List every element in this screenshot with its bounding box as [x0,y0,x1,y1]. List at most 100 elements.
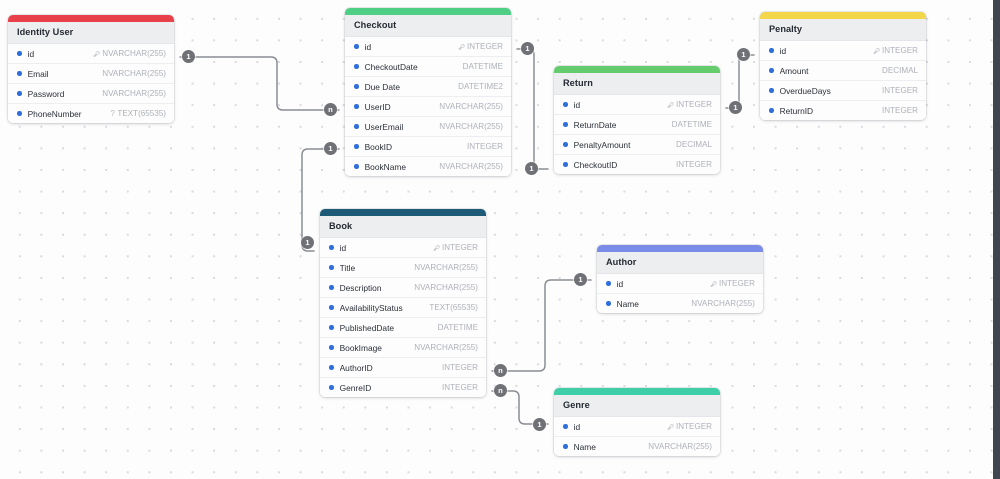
column-bullet-icon [17,111,22,116]
relationship-edge[interactable] [179,56,340,111]
relationship-edge[interactable] [491,279,592,372]
column-bullet-icon [354,164,359,169]
cardinality-badge[interactable]: 1 [301,236,314,249]
column-bullet-icon [354,44,359,49]
column-type: NVARCHAR(255) [414,263,478,272]
cardinality-badge[interactable]: 1 [182,50,195,63]
column-bullet-icon [329,345,334,350]
column-name: Name [616,298,639,309]
table-column-row[interactable]: Name NVARCHAR(255) [597,293,763,313]
column-bullet-icon [329,325,334,330]
cardinality-badge[interactable]: 1 [324,142,337,155]
column-bullet-icon [354,124,359,129]
cardinality-badge[interactable]: n [494,384,507,397]
column-name: GenreID [339,382,372,393]
table-title: Author [597,252,763,273]
column-bullet-icon [563,162,568,167]
column-type: NVARCHAR(255) [648,442,712,451]
cardinality-badge[interactable]: n [324,103,337,116]
table-column-row[interactable]: PhoneNumber?TEXT(65535) [8,103,174,123]
column-name: PenaltyAmount [573,139,631,150]
column-name: ReturnID [779,105,814,116]
cardinality-badge[interactable]: 1 [729,101,742,114]
column-type: DATETIME [438,323,478,332]
column-bullet-icon [329,365,334,370]
column-bullet-icon [354,84,359,89]
column-type: INTEGER [667,100,712,109]
column-type-label: NVARCHAR(255) [414,263,478,272]
column-bullet-icon [563,424,568,429]
column-type-label: NVARCHAR(255) [439,162,503,171]
column-bullet-icon [769,48,774,53]
column-bullet-icon [769,108,774,113]
column-type-label: NVARCHAR(255) [439,102,503,111]
column-type: NVARCHAR(255) [102,89,166,98]
relationship-edge[interactable] [516,48,549,170]
column-name: id [779,45,787,56]
table-accent-bar [320,209,486,216]
column-type: DATETIME2 [458,82,503,91]
table-accent-bar [760,12,926,19]
table-column-row[interactable]: Password NVARCHAR(255) [8,83,174,103]
column-name: Password [27,88,65,99]
column-type-label: INTEGER [676,100,712,109]
column-type: NVARCHAR(255) [439,162,503,171]
column-type-label: NVARCHAR(255) [439,122,503,131]
cardinality-badge[interactable]: 1 [533,418,546,431]
column-bullet-icon [17,91,22,96]
cardinality-badge[interactable]: n [494,364,507,377]
column-type-label: NVARCHAR(255) [414,343,478,352]
cardinality-badge[interactable]: 1 [525,162,538,175]
cardinality-badge[interactable]: 1 [574,273,587,286]
column-type: NVARCHAR(255) [691,299,755,308]
column-name: id [573,421,581,432]
column-type: NVARCHAR(255) [439,102,503,111]
column-type-label: INTEGER [467,142,503,151]
column-bullet-icon [606,301,611,306]
column-bullet-icon [329,305,334,310]
column-type-label: DATETIME [462,62,503,71]
column-type: DECIMAL [882,66,918,75]
relationship-edge[interactable] [725,54,755,109]
cardinality-badge[interactable]: 1 [521,42,534,55]
cardinality-badge[interactable]: 1 [737,48,750,61]
